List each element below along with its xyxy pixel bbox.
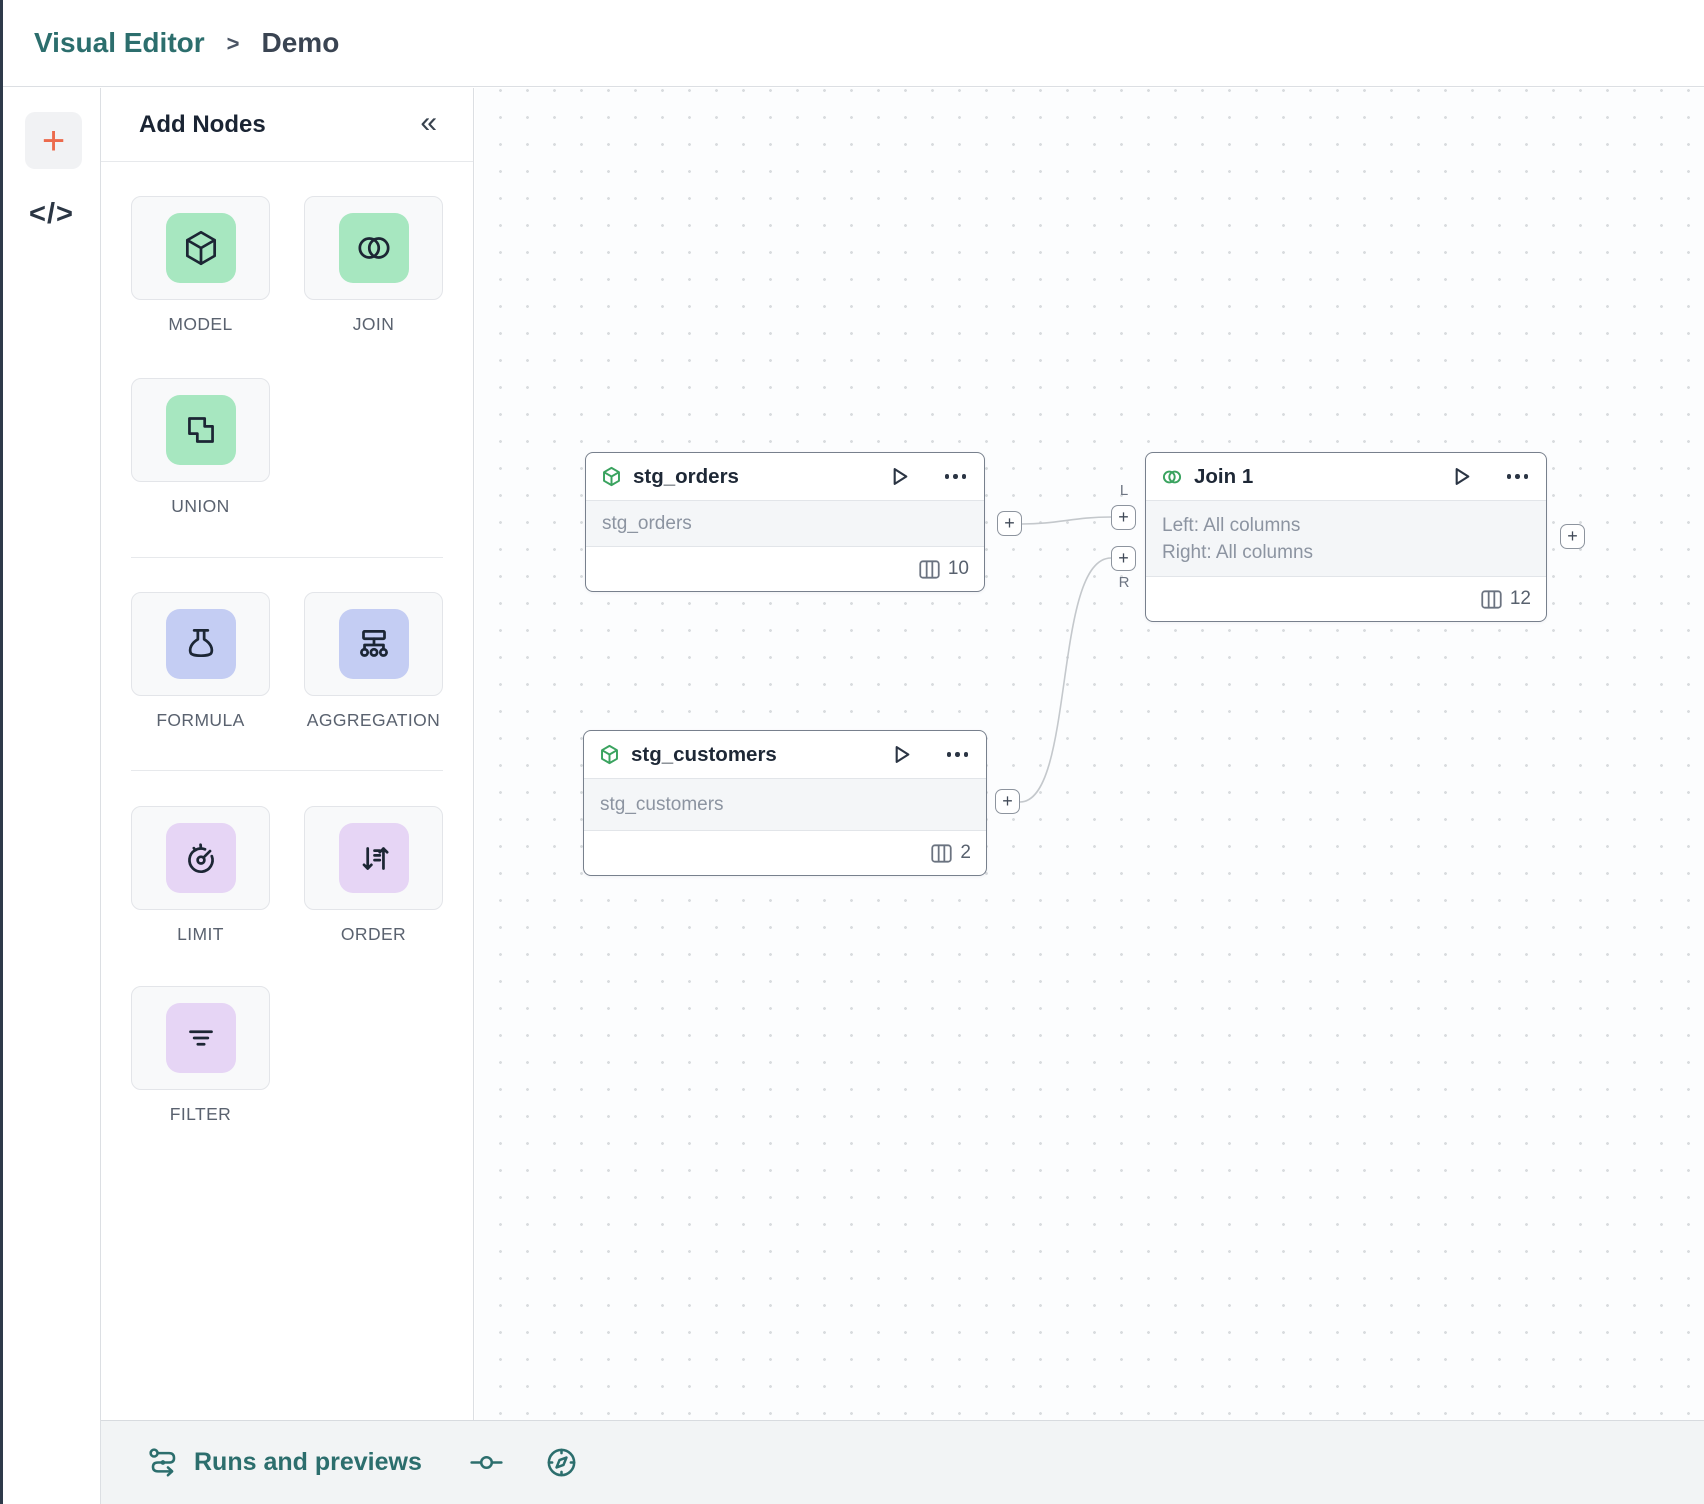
union-shapes-icon bbox=[165, 395, 236, 465]
gauge-icon bbox=[165, 823, 236, 893]
node-footer: 10 bbox=[586, 547, 984, 591]
join-left-config: Left: All columns bbox=[1162, 514, 1301, 536]
plus-icon: + bbox=[1004, 512, 1015, 533]
code-view-button[interactable]: </> bbox=[3, 198, 100, 231]
cube-icon bbox=[165, 213, 236, 283]
run-node-button[interactable] bbox=[892, 467, 909, 486]
port-join-output[interactable]: + bbox=[1560, 524, 1585, 549]
node-stg-orders[interactable]: stg_orders stg_orders 10 bbox=[585, 452, 985, 592]
node-title: stg_orders bbox=[633, 464, 739, 488]
columns-icon bbox=[931, 843, 953, 863]
plus-icon: + bbox=[1118, 506, 1129, 527]
palette-label-aggregation: AGGREGATION bbox=[306, 710, 441, 730]
palette-label-union: UNION bbox=[171, 496, 230, 516]
left-accent-bar bbox=[0, 0, 3, 1504]
breadcrumb-separator: > bbox=[226, 31, 240, 56]
palette-divider bbox=[131, 557, 443, 558]
node-join-config: Left: All columns Right: All columns bbox=[1146, 500, 1546, 577]
runs-and-previews-label: Runs and previews bbox=[194, 1448, 422, 1476]
palette-label-limit: LIMIT bbox=[177, 924, 224, 944]
bottom-bar: Runs and previews bbox=[101, 1420, 1704, 1504]
port-join-right-input[interactable]: + bbox=[1111, 546, 1136, 571]
pipeline-runs-icon bbox=[148, 1447, 179, 1478]
port-label-left: L bbox=[1119, 482, 1129, 499]
app-header: Visual Editor > Demo bbox=[3, 0, 1704, 87]
palette-card-model[interactable] bbox=[131, 196, 270, 300]
venn-icon bbox=[338, 213, 409, 283]
node-title: Join 1 bbox=[1194, 464, 1254, 488]
add-node-button[interactable]: + bbox=[25, 112, 82, 169]
venn-icon bbox=[1160, 465, 1184, 489]
palette-label-order: ORDER bbox=[340, 924, 407, 944]
node-menu-button[interactable] bbox=[946, 752, 968, 757]
plus-icon: + bbox=[1118, 547, 1129, 568]
rail-panel-divider bbox=[100, 88, 101, 1504]
code-icon: </> bbox=[29, 198, 74, 230]
collapse-panel-icon[interactable]: « bbox=[420, 105, 437, 139]
node-menu-button[interactable] bbox=[1506, 474, 1528, 479]
run-node-button[interactable] bbox=[894, 745, 911, 764]
port-label-right: R bbox=[1118, 574, 1130, 591]
palette-label-formula: FORMULA bbox=[156, 710, 245, 730]
plus-icon: + bbox=[1567, 525, 1578, 546]
palette-label-model: MODEL bbox=[168, 314, 233, 334]
palette-card-join[interactable] bbox=[304, 196, 443, 300]
node-stg-orders-header: stg_orders bbox=[586, 453, 984, 500]
join-right-config: Right: All columns bbox=[1162, 541, 1314, 563]
node-stg-customers-header: stg_customers bbox=[584, 731, 986, 778]
hierarchy-icon bbox=[338, 609, 409, 679]
model-name: stg_orders bbox=[602, 513, 692, 534]
left-rail: + </> bbox=[3, 88, 100, 1504]
node-footer: 2 bbox=[584, 831, 986, 875]
columns-icon bbox=[1481, 589, 1502, 609]
port-join-left-input[interactable]: + bbox=[1111, 505, 1136, 530]
commit-node-icon[interactable] bbox=[470, 1446, 503, 1479]
palette-label-join: JOIN bbox=[352, 314, 395, 334]
palette-divider bbox=[131, 770, 443, 771]
palette-card-formula[interactable] bbox=[131, 592, 270, 696]
node-join-header: Join 1 bbox=[1146, 453, 1546, 500]
palette-card-union[interactable] bbox=[131, 378, 270, 482]
port-stg-customers-output[interactable]: + bbox=[995, 789, 1020, 814]
column-count: 12 bbox=[1509, 588, 1531, 609]
add-nodes-panel-header: Add Nodes « bbox=[101, 88, 473, 162]
compass-icon[interactable] bbox=[545, 1446, 578, 1479]
column-count: 10 bbox=[947, 558, 969, 579]
model-name: stg_customers bbox=[600, 794, 724, 815]
node-title: stg_customers bbox=[631, 742, 777, 766]
add-nodes-list: MODEL JOIN UNION bbox=[101, 162, 473, 1420]
palette-card-limit[interactable] bbox=[131, 806, 270, 910]
breadcrumb-visual-editor[interactable]: Visual Editor bbox=[34, 27, 205, 58]
palette-card-order[interactable] bbox=[304, 806, 443, 910]
node-model-ref: stg_orders bbox=[586, 500, 984, 547]
flask-icon bbox=[165, 609, 236, 679]
palette-card-aggregation[interactable] bbox=[304, 592, 443, 696]
node-menu-button[interactable] bbox=[944, 474, 966, 479]
plus-icon: + bbox=[41, 118, 66, 163]
node-footer: 12 bbox=[1146, 577, 1546, 621]
breadcrumb-page-title: Demo bbox=[261, 27, 340, 58]
palette-label-filter: FILTER bbox=[169, 1104, 232, 1124]
add-nodes-panel: Add Nodes « MODEL bbox=[101, 88, 474, 1420]
columns-icon bbox=[919, 559, 940, 579]
flow-canvas[interactable]: stg_orders stg_orders 10 + bbox=[475, 88, 1704, 1420]
node-stg-customers[interactable]: stg_customers stg_customers 2 bbox=[583, 730, 987, 876]
run-node-button[interactable] bbox=[1454, 467, 1471, 486]
filter-icon bbox=[165, 1003, 236, 1073]
port-stg-orders-output[interactable]: + bbox=[997, 511, 1022, 536]
column-count: 2 bbox=[960, 842, 971, 863]
sort-icon bbox=[338, 823, 409, 893]
cube-icon bbox=[600, 465, 623, 488]
node-join-1[interactable]: Join 1 Left: All columns Right: All colu… bbox=[1145, 452, 1547, 622]
runs-and-previews-button[interactable]: Runs and previews bbox=[148, 1447, 422, 1478]
cube-icon bbox=[598, 743, 621, 766]
palette-card-filter[interactable] bbox=[131, 986, 270, 1090]
plus-icon: + bbox=[1002, 790, 1013, 811]
panel-title: Add Nodes bbox=[139, 110, 266, 138]
node-model-ref: stg_customers bbox=[584, 778, 986, 831]
